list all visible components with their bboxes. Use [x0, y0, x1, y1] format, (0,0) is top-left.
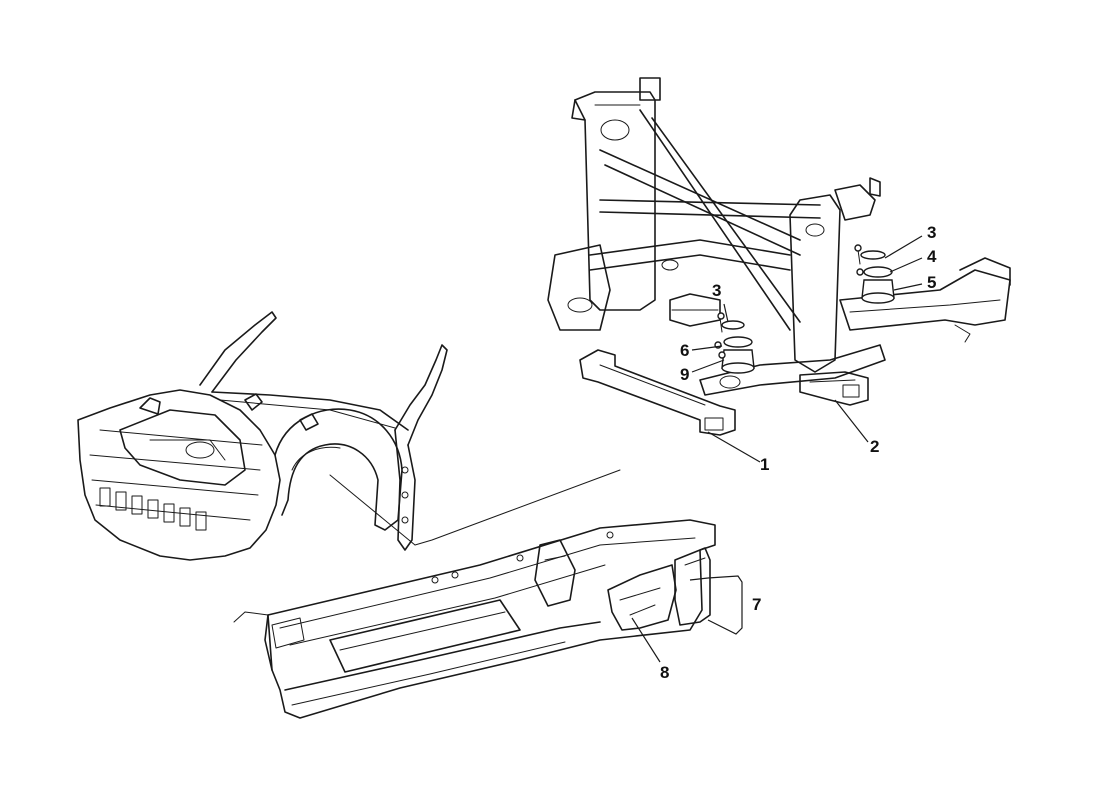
callout-9: 9: [680, 365, 690, 384]
callout-3-center: 3: [712, 281, 722, 300]
callout-6: 6: [680, 341, 690, 360]
callout-2: 2: [870, 437, 880, 456]
callout-7: 7: [752, 595, 762, 614]
callout-1: 1: [760, 455, 770, 474]
callout-5: 5: [927, 273, 937, 292]
callout-3-right: 3: [927, 223, 937, 242]
callout-8: 8: [660, 663, 670, 682]
callout-4: 4: [927, 247, 937, 266]
